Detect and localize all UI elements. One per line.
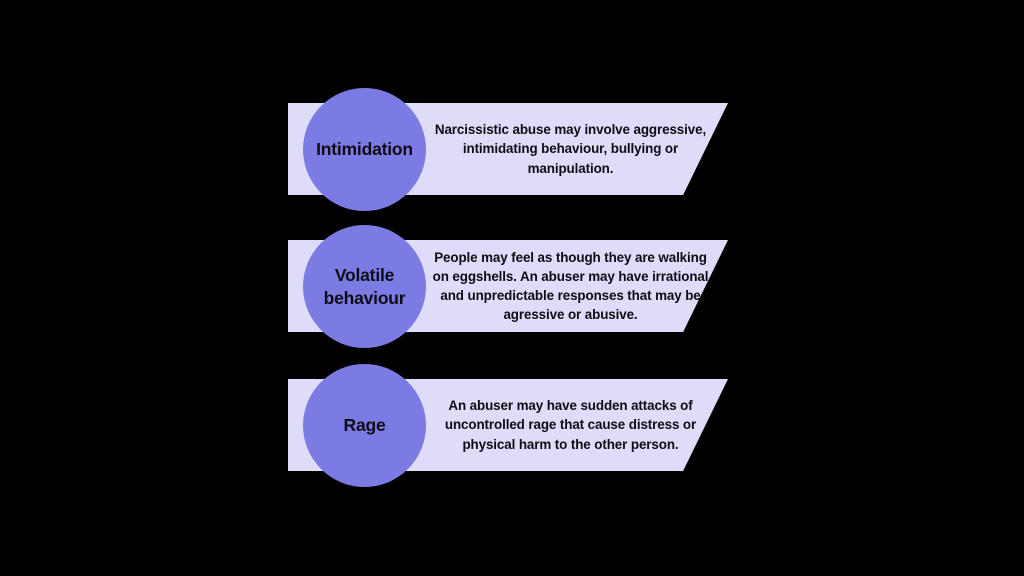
item-description: An abuser may have sudden attacks of unc… xyxy=(444,398,697,452)
item-circle: Volatile behaviour xyxy=(303,225,426,348)
infographic-row: People may feel as though they are walki… xyxy=(288,225,738,348)
item-circle: Rage xyxy=(303,364,426,487)
item-description: Narcissistic abuse may involve aggressiv… xyxy=(434,122,707,176)
item-description: People may feel as though they are walki… xyxy=(432,249,709,323)
item-title: Rage xyxy=(343,415,386,436)
item-title: Volatile behaviour xyxy=(323,265,406,308)
infographic-row: Narcissistic abuse may involve aggressiv… xyxy=(288,88,738,211)
item-circle: Intimidation xyxy=(303,88,426,211)
item-title: Intimidation xyxy=(316,139,413,160)
infographic-row: An abuser may have sudden attacks of unc… xyxy=(288,364,738,487)
